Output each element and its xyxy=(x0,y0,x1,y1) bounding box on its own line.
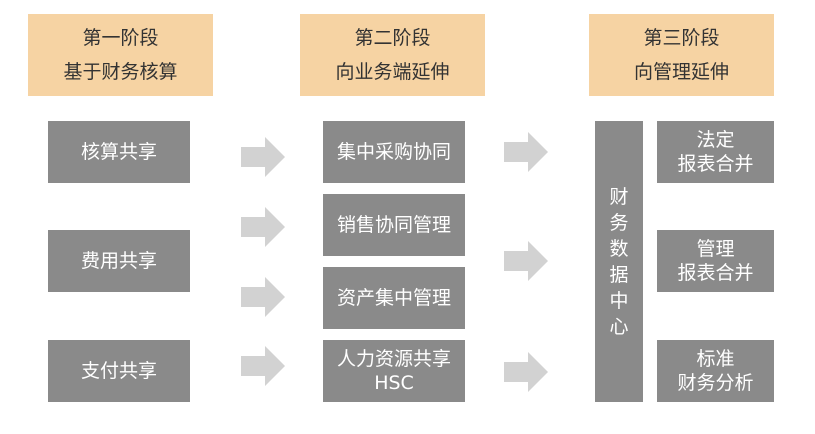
box-label-line2: 财务分析 xyxy=(677,372,754,394)
box-label-line1: 人力资源共享 xyxy=(336,348,451,370)
box-expense-sharing: 费用共享 xyxy=(48,230,190,292)
box-label: 销售协同管理 xyxy=(336,214,451,236)
box-label-line2: 报表合并 xyxy=(677,262,754,284)
box-label-line1: 管理 xyxy=(696,238,735,260)
data-center-char: 中 xyxy=(609,289,629,312)
stage-2-title: 第二阶段 xyxy=(354,27,431,49)
right-arrow-icon xyxy=(504,132,548,172)
box-sales-collaboration: 销售协同管理 xyxy=(323,194,465,256)
data-center-char: 数 xyxy=(609,237,629,260)
box-label: 核算共享 xyxy=(80,141,157,163)
box-label-line2: 报表合并 xyxy=(677,153,754,175)
box-label-line2: HSC xyxy=(374,372,414,394)
right-arrow-icon xyxy=(504,241,548,281)
box-standard-financial-analysis: 标准 财务分析 xyxy=(657,340,774,402)
box-asset-management: 资产集中管理 xyxy=(323,267,465,329)
box-label-line1: 法定 xyxy=(696,129,735,151)
right-arrow-icon xyxy=(504,352,548,392)
box-hr-sharing: 人力资源共享 HSC xyxy=(323,340,465,402)
stage-3-subtitle: 向管理延伸 xyxy=(633,61,729,83)
financial-data-center: 财 务 数 据 中 心 xyxy=(595,121,643,402)
stage-2-header: 第二阶段 向业务端延伸 xyxy=(300,14,485,96)
stage-3-header: 第三阶段 向管理延伸 xyxy=(589,14,774,96)
box-centralized-procurement: 集中采购协同 xyxy=(323,121,465,183)
data-center-char: 心 xyxy=(609,315,629,338)
box-label-line1: 标准 xyxy=(696,348,735,370)
box-label: 集中采购协同 xyxy=(336,141,451,163)
data-center-char: 据 xyxy=(609,263,629,286)
stage-2-subtitle: 向业务端延伸 xyxy=(335,61,450,83)
stage-1-header: 第一阶段 基于财务核算 xyxy=(28,14,213,96)
stage-3-title: 第三阶段 xyxy=(643,27,720,49)
right-arrow-icon xyxy=(241,207,285,247)
box-payment-sharing: 支付共享 xyxy=(48,340,190,402)
data-center-char: 财 xyxy=(609,185,629,208)
right-arrow-icon xyxy=(241,346,285,386)
box-label: 支付共享 xyxy=(80,360,157,382)
right-arrow-icon xyxy=(241,277,285,317)
box-management-consolidation: 管理 报表合并 xyxy=(657,230,774,292)
box-statutory-consolidation: 法定 报表合并 xyxy=(657,121,774,183)
box-label: 资产集中管理 xyxy=(336,287,451,309)
stage-1-subtitle: 基于财务核算 xyxy=(63,61,178,83)
box-accounting-sharing: 核算共享 xyxy=(48,121,190,183)
data-center-char: 务 xyxy=(609,211,629,234)
stage-1-title: 第一阶段 xyxy=(82,27,159,49)
box-label: 费用共享 xyxy=(80,250,157,272)
right-arrow-icon xyxy=(241,137,285,177)
